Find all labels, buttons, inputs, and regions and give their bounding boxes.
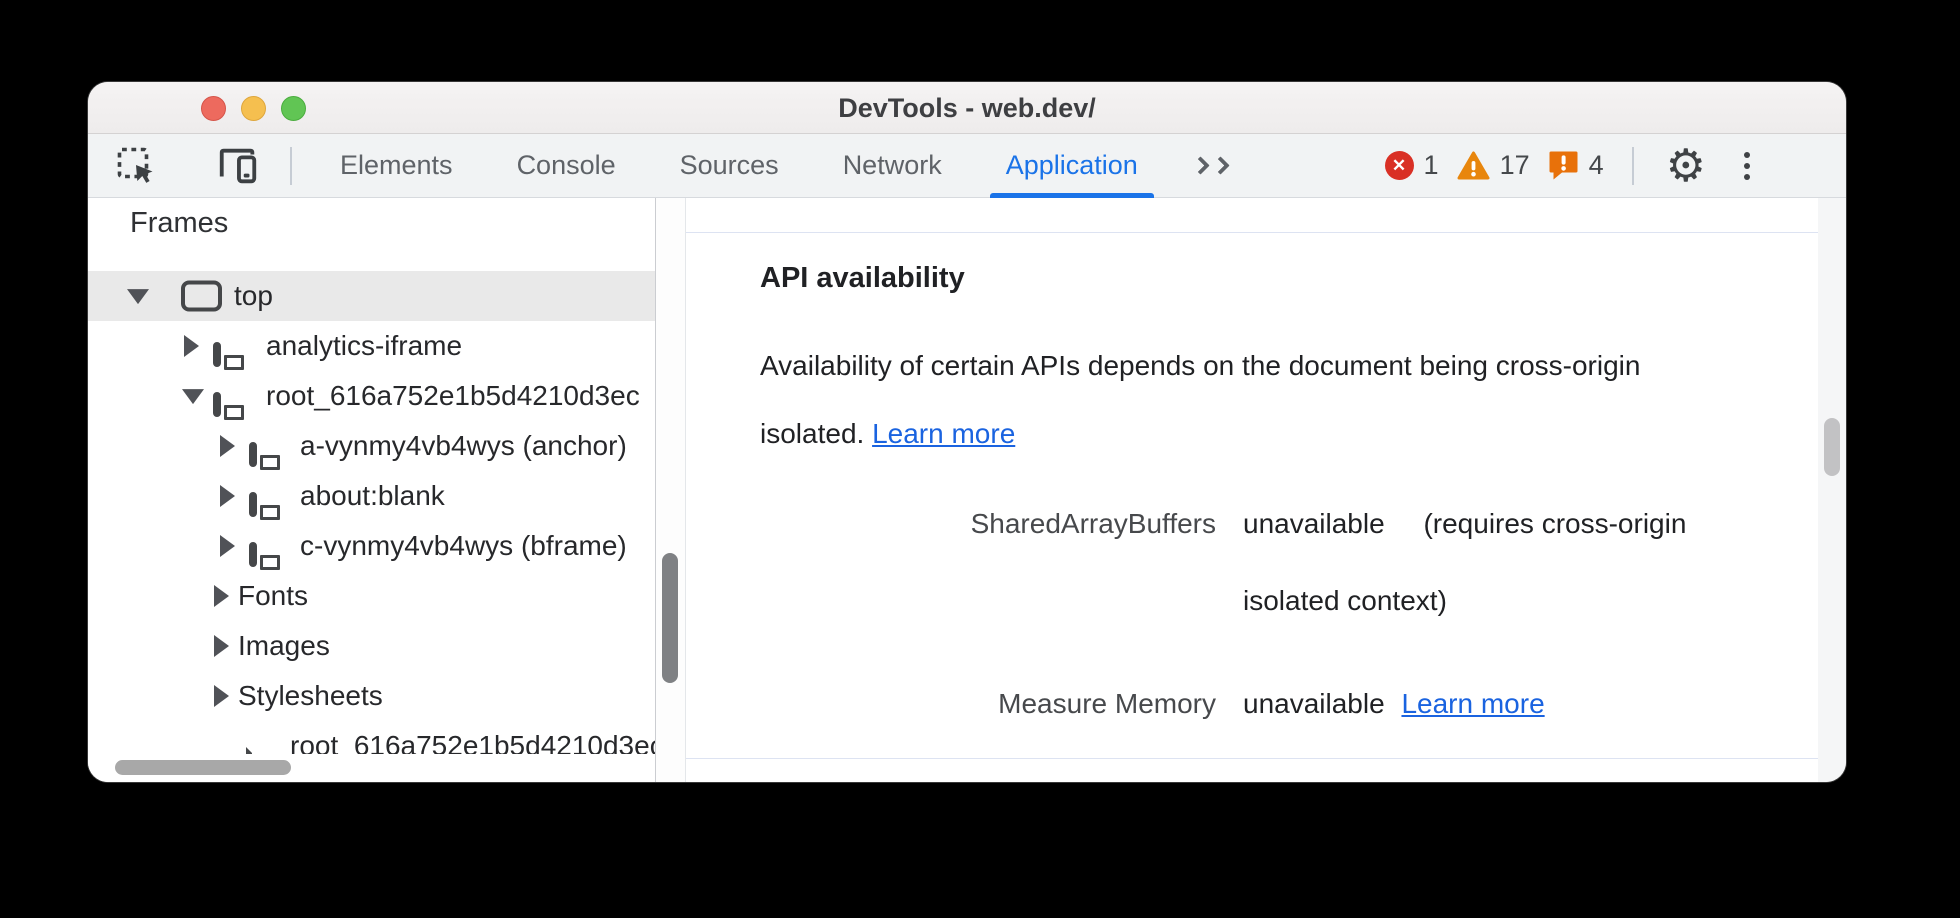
iframe-icon — [249, 542, 257, 567]
window-title: DevTools - web.dev/ — [838, 93, 1096, 123]
more-tabs-chevron-icon[interactable] — [1184, 156, 1244, 175]
learn-more-link[interactable]: Learn more — [872, 418, 1016, 449]
error-count: 1 — [1423, 150, 1439, 180]
measure-memory-learn-more-link[interactable]: Learn more — [1401, 688, 1545, 719]
toolbar-divider — [1631, 146, 1634, 185]
disclosure-expanded-icon[interactable] — [182, 389, 204, 405]
tree-row-label: a-vynmy4vb4wys (anchor) — [300, 430, 627, 461]
disclosure-collapsed-icon[interactable] — [220, 485, 235, 507]
issues-icon — [1549, 151, 1578, 180]
disclosure-collapsed-icon[interactable] — [214, 585, 229, 607]
devtools-window: DevTools - web.dev/ Elements Console Sou… — [88, 82, 1846, 782]
panel-tabs: Elements Console Sources Network Applica… — [308, 134, 1170, 198]
tree-row-label: root_616a752e1b5d4210d3ec — [266, 380, 640, 411]
toggle-device-toolbar-icon[interactable] — [216, 144, 260, 188]
tree-row-label: top — [234, 280, 273, 311]
tab-elements[interactable]: Elements — [340, 150, 453, 180]
tree-row-anchor-frame[interactable]: a-vynmy4vb4wys (anchor) — [88, 421, 655, 471]
sidebar-scrollbar-thumb[interactable] — [662, 553, 678, 683]
devtools-toolbar: Elements Console Sources Network Applica… — [88, 134, 1846, 198]
warning-badge[interactable]: 17 — [1457, 150, 1530, 181]
page-frame-icon — [181, 280, 222, 312]
toolbar-right-cluster: ✕ 1 17 4 ⚙ — [1384, 140, 1754, 191]
description-line2: isolated. Learn more — [760, 418, 1015, 450]
toolbar-divider — [290, 146, 292, 185]
inspect-element-icon[interactable] — [114, 144, 158, 188]
section-divider — [686, 758, 1818, 759]
devtools-content: Frames top analytics-iframe root_616a752… — [88, 198, 1846, 782]
disclosure-collapsed-icon[interactable] — [214, 685, 229, 707]
tree-row-fonts[interactable]: Fonts — [88, 571, 655, 621]
tree-row-label: Fonts — [238, 580, 309, 611]
main-scrollbar-thumb[interactable] — [1824, 418, 1840, 476]
disclosure-collapsed-icon[interactable] — [220, 435, 235, 457]
availability-value: unavailable — [1243, 508, 1385, 539]
iframe-icon — [249, 442, 257, 467]
availability-note-line1: (requires cross-origin — [1423, 508, 1687, 539]
tree-row-label: Stylesheets — [238, 680, 383, 711]
tree-row-root-frame[interactable]: root_616a752e1b5d4210d3ec — [88, 371, 655, 421]
tree-row-stylesheets[interactable]: Stylesheets — [88, 671, 655, 721]
issues-count: 4 — [1588, 150, 1604, 180]
disclosure-collapsed-icon[interactable] — [184, 335, 199, 357]
settings-gear-icon[interactable]: ⚙ — [1665, 140, 1706, 191]
warning-count: 17 — [1499, 150, 1530, 180]
tab-console[interactable]: Console — [516, 150, 616, 180]
minimize-window-button[interactable] — [241, 96, 266, 121]
close-window-button[interactable] — [201, 96, 226, 121]
disclosure-collapsed-icon[interactable] — [214, 635, 229, 657]
disclosure-collapsed-icon[interactable] — [220, 535, 235, 557]
tab-network[interactable]: Network — [842, 150, 942, 180]
customize-menu-icon[interactable] — [1740, 148, 1754, 184]
description-line2-text: isolated. — [760, 418, 865, 449]
tree-row-top[interactable]: top — [88, 271, 655, 321]
zoom-window-button[interactable] — [281, 96, 306, 121]
tab-sources[interactable]: Sources — [679, 150, 779, 180]
tree-row-about-blank[interactable]: about:blank — [88, 471, 655, 521]
horizontal-scrollbar — [88, 754, 655, 782]
tree-row-bframe[interactable]: c-vynmy4vb4wys (bframe) — [88, 521, 655, 571]
api-row-value: unavailable Learn more — [1243, 688, 1545, 720]
tab-application[interactable]: Application — [974, 134, 1170, 198]
api-row-name: Measure Memory — [998, 688, 1216, 719]
api-row-name: SharedArrayBuffers — [970, 508, 1216, 539]
availability-value: unavailable — [1243, 688, 1385, 719]
description-line1: Availability of certain APIs depends on … — [760, 350, 1641, 381]
iframe-icon — [213, 342, 221, 367]
horizontal-scrollbar-thumb[interactable] — [115, 760, 291, 775]
tree-row-analytics-iframe[interactable]: analytics-iframe — [88, 321, 655, 371]
frames-sidebar: Frames top analytics-iframe root_616a752… — [88, 198, 656, 782]
tree-row-images[interactable]: Images — [88, 621, 655, 671]
issues-badge[interactable]: 4 — [1548, 150, 1604, 181]
application-panel-main: API availability Availability of certain… — [686, 198, 1818, 782]
tree-row-label: about:blank — [300, 480, 445, 511]
error-badge[interactable]: ✕ 1 — [1384, 150, 1439, 181]
warning-icon — [1457, 151, 1490, 179]
frames-section-header: Frames — [130, 207, 229, 239]
sidebar-scrollbar-gutter — [656, 198, 686, 782]
tree-row-label: analytics-iframe — [266, 330, 463, 361]
tree-row-label: Images — [238, 630, 330, 661]
traffic-lights — [201, 96, 306, 121]
availability-note-line2: isolated context) — [1243, 585, 1447, 616]
api-row-value: unavailable (requires cross-origin — [1243, 508, 1686, 540]
section-divider — [686, 232, 1818, 233]
iframe-icon — [249, 492, 257, 517]
title-bar: DevTools - web.dev/ — [88, 82, 1846, 134]
section-heading: API availability — [760, 262, 965, 294]
error-icon: ✕ — [1384, 151, 1414, 180]
iframe-icon — [213, 392, 221, 417]
main-scrollbar — [1818, 198, 1846, 782]
tree-row-label: c-vynmy4vb4wys (bframe) — [300, 530, 627, 561]
disclosure-expanded-icon[interactable] — [127, 289, 149, 305]
